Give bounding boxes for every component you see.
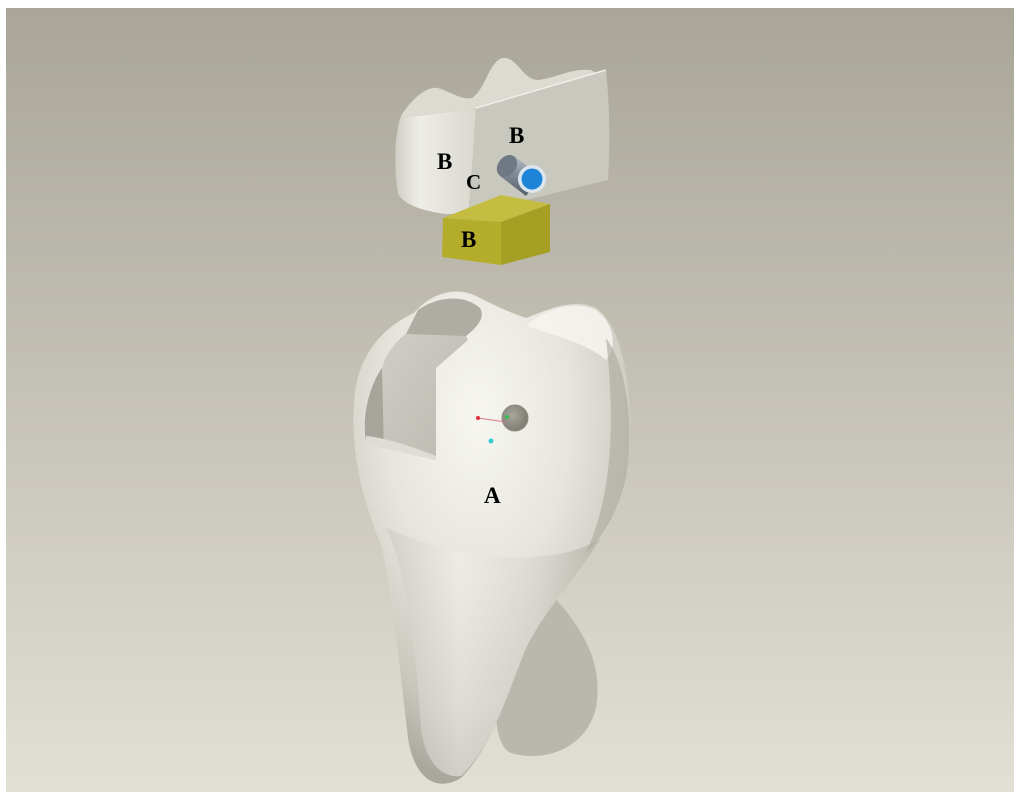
- label-post-top: B: [509, 124, 524, 147]
- label-crown-left: B: [437, 150, 452, 173]
- crown-front-face: [395, 108, 476, 214]
- label-crown-center: C: [466, 172, 481, 193]
- label-tooth: A: [484, 484, 501, 507]
- axis-z-marker: [489, 439, 494, 444]
- post-cap: [522, 169, 543, 190]
- axis-x-marker: [476, 416, 480, 420]
- render-viewport: B C B B A: [6, 8, 1014, 792]
- axis-y-marker: [505, 415, 509, 419]
- label-block: B: [461, 228, 476, 251]
